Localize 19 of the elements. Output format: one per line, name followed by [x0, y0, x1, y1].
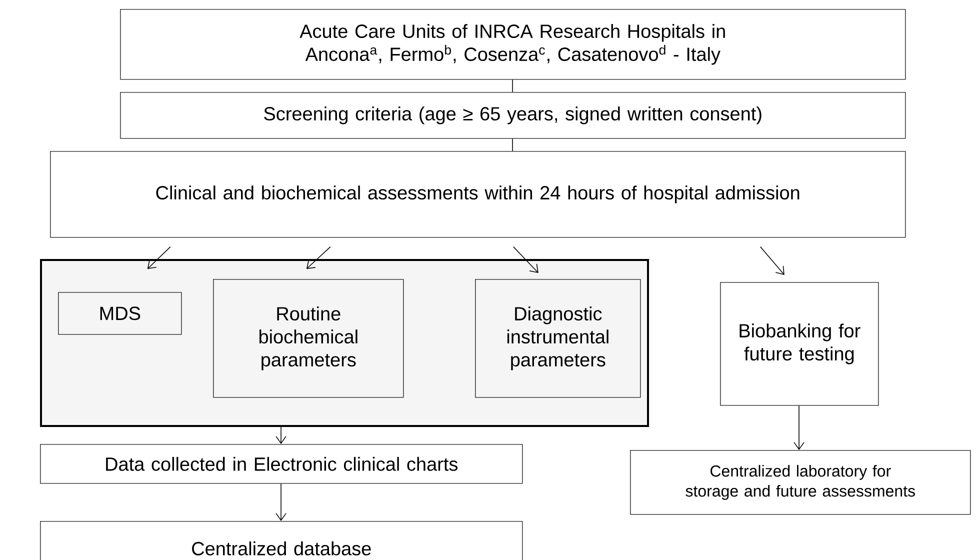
process-box: Centralized database: [40, 521, 523, 560]
process-box: Biobanking for future testing: [720, 282, 879, 406]
process-box: Acute Care Units of INRCA Research Hospitals in Ancona$^{a}$, Fermo$^{b}$, Cosenza$^{c}$, Casatenovo$^{d}$ - Italy: [120, 9, 906, 80]
process-box: Data collected in Electronic clinical charts: [40, 444, 523, 484]
process-box: Clinical and biochemical assessments within 24 hours of hospital admission: [50, 151, 906, 238]
process-box: Diagnostic instrumental parameters: [475, 279, 641, 398]
arrow: [147, 246, 171, 269]
arrow: [306, 246, 331, 269]
connector-line: [512, 79, 513, 92]
process-box: Centralized laboratory for storage and future assessments: [630, 450, 971, 515]
arrow: [276, 426, 286, 444]
process-box: Screening criteria (age ≥ 65 years, signed written consent): [120, 92, 906, 139]
process-box: Routine biochemical parameters: [213, 279, 404, 398]
process-box: MDS: [58, 292, 182, 335]
connector-line: [512, 138, 513, 152]
arrow: [513, 246, 538, 273]
arrow: [794, 405, 804, 450]
arrow: [760, 246, 784, 275]
arrow: [276, 483, 286, 521]
